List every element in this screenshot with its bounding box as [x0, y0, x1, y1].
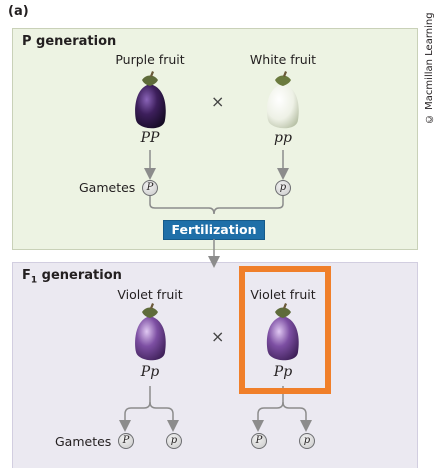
cross-symbol-f1: ×: [211, 327, 225, 346]
purple-fruit-label: Purple fruit: [115, 52, 185, 67]
f1-left-eggplant-icon: [135, 303, 166, 361]
cross-symbol-p: ×: [211, 92, 225, 111]
white-fruit-label: White fruit: [249, 52, 317, 67]
white-eggplant-icon: [266, 71, 299, 129]
f1-right-eggplant-icon: [266, 303, 299, 361]
f1-generation-panel: [12, 262, 418, 468]
highlight-frame: [239, 266, 331, 394]
p-gamete-recessive: p: [275, 180, 291, 196]
p-gametes-label: Gametes: [79, 180, 136, 195]
f1-left-fruit-label: Violet fruit: [117, 287, 183, 302]
f1-gamete-1: P: [118, 433, 134, 449]
f1-gamete-4: p: [299, 433, 315, 449]
p-generation-panel: [12, 28, 418, 250]
f1-right-genotype: Pp: [273, 364, 293, 380]
f1-generation-title: F1 generation: [22, 268, 122, 286]
f1-title-rest: generation: [37, 268, 122, 283]
fertilization-label: Fertilization: [163, 220, 265, 240]
f1-gametes-label: Gametes: [55, 434, 112, 449]
purple-genotype: PP: [140, 130, 160, 146]
f1-title-main: F: [22, 268, 31, 283]
panel-label: (a): [8, 4, 29, 19]
f1-left-genotype: Pp: [140, 364, 160, 380]
white-genotype: pp: [274, 130, 292, 146]
f1-right-fruit-label: Violet fruit: [250, 287, 316, 302]
f1-title-sub: 1: [30, 275, 38, 286]
p-generation-title: P generation: [22, 34, 117, 49]
p-gamete-dominant: P: [142, 180, 158, 196]
purple-eggplant-icon: [135, 71, 166, 129]
f1-gamete-2: p: [166, 433, 182, 449]
f1-gamete-3: P: [251, 433, 267, 449]
